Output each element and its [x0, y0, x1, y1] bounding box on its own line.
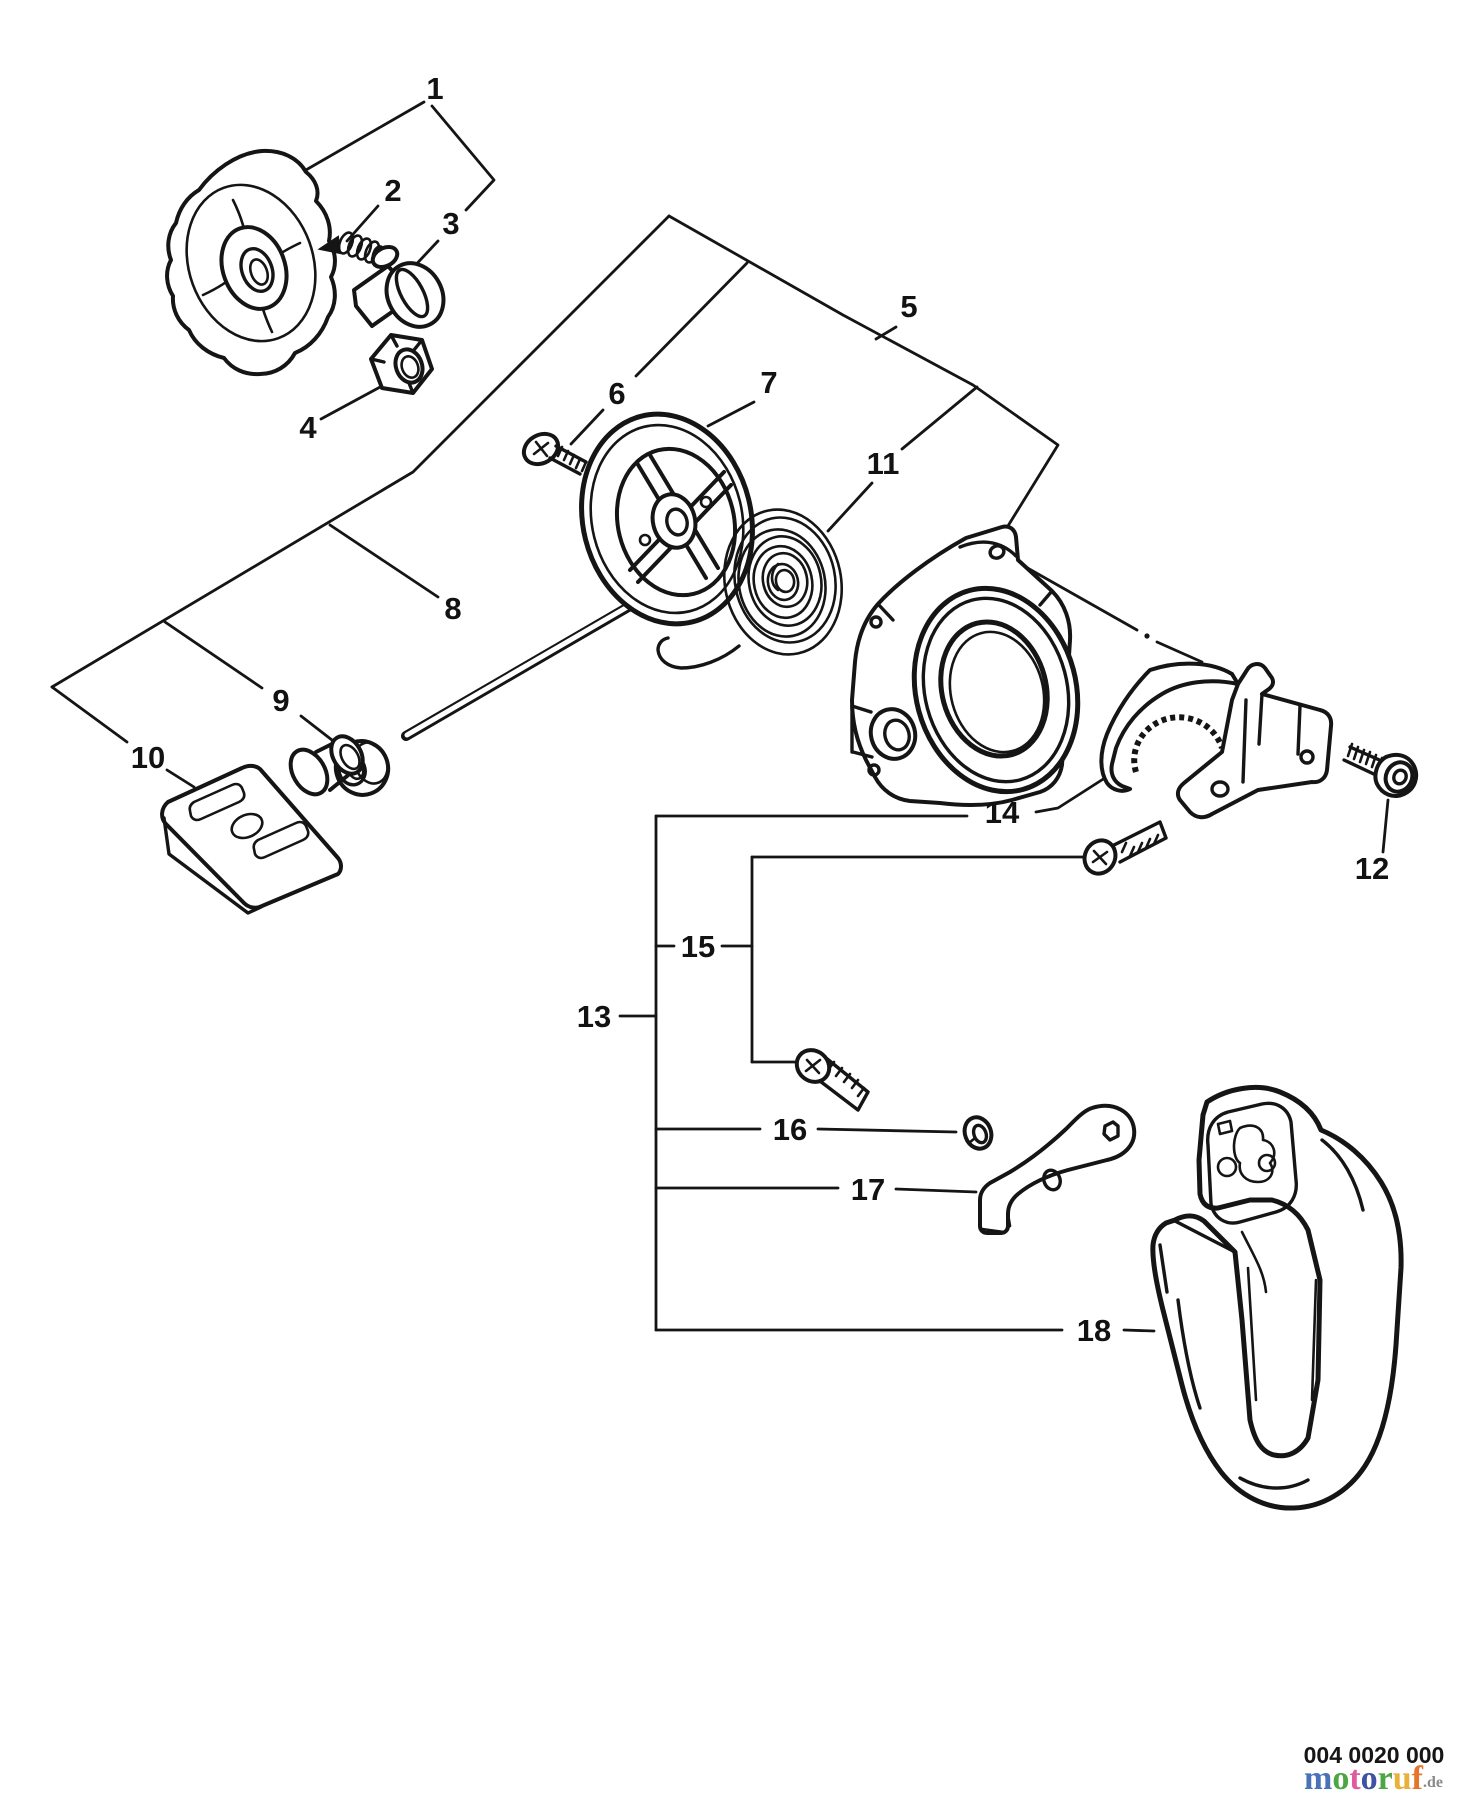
logo-letter: o: [1361, 1760, 1378, 1797]
callout-1: 1: [426, 71, 443, 106]
pan-screw-lower: [794, 1048, 870, 1112]
clamp-side-hole: [1299, 749, 1315, 765]
callout-13: 13: [577, 999, 611, 1034]
callout-3: 3: [442, 206, 459, 241]
logo-letter: o: [1332, 1760, 1349, 1797]
logo-letter: m: [1304, 1760, 1332, 1797]
watermark: 004 0020 000 motoruf.de: [1304, 1742, 1445, 1797]
logo-domain-suffix: .de: [1423, 1774, 1443, 1791]
fan-case-stand: [165, 148, 337, 377]
spring-inner-hook: [770, 562, 780, 592]
callout-16: 16: [773, 1112, 807, 1147]
spring-outer-hook: [656, 636, 741, 670]
hex-nut: [369, 333, 434, 395]
logo-letter: f: [1412, 1760, 1424, 1797]
stand-hub-hole: [239, 246, 275, 294]
leader-lines: [50, 100, 1390, 1333]
starter-rope: [401, 595, 639, 741]
callout-10: 10: [131, 740, 165, 775]
callout-17: 17: [851, 1172, 885, 1207]
case-hole-top: [988, 544, 1006, 560]
callout-15: 15: [681, 929, 715, 964]
rear-handle: [1150, 1084, 1404, 1511]
callout-labels: 1 2 3 4 5 6 7 8 9 10 11 12 13 14 15 16 1…: [131, 71, 1389, 1348]
logo-letter: t: [1349, 1760, 1361, 1797]
pulley-hub-hole: [665, 507, 689, 537]
lever-hex-hole: [1102, 1120, 1120, 1142]
rewind-spring: [656, 508, 844, 670]
callout-14: 14: [985, 795, 1020, 830]
lock-lever: [978, 1103, 1137, 1235]
callout-8: 8: [444, 591, 461, 626]
clamp-hole: [1210, 780, 1230, 798]
case-hole-bottom: [867, 763, 881, 777]
callout-6: 6: [608, 376, 625, 411]
cushion-clamp-bracket: [1099, 661, 1334, 820]
logo-letter: u: [1393, 1760, 1412, 1797]
rope-pulley: [579, 411, 755, 627]
thumb-knob: [352, 244, 446, 329]
tapping-screw: [317, 231, 385, 264]
handle-face-plate: [1206, 1101, 1298, 1225]
nut-hole: [393, 347, 425, 385]
callout-9: 9: [272, 683, 289, 718]
pulley-hub: [650, 492, 698, 550]
socket-recess: [1392, 768, 1408, 786]
callout-7: 7: [760, 365, 777, 400]
callout-12: 12: [1355, 851, 1389, 886]
callout-4: 4: [299, 410, 317, 445]
lever-hole: [1042, 1168, 1062, 1192]
socket-head-screw: [1342, 742, 1419, 798]
pan-screw-upper: [1082, 820, 1168, 876]
starter-case: [850, 524, 1081, 807]
callout-5: 5: [900, 289, 917, 324]
part-code: 004 0020 000: [1304, 1742, 1445, 1768]
motoruf-logo: motoruf.de: [1304, 1760, 1443, 1797]
knob-face: [384, 261, 446, 329]
callout-2: 2: [384, 173, 401, 208]
starter-grip: [160, 734, 365, 915]
screw-pan-head: [521, 431, 588, 476]
case-opening: [938, 619, 1050, 759]
callout-11: 11: [867, 446, 900, 481]
case-hole-left: [869, 615, 883, 629]
logo-letter: r: [1378, 1760, 1393, 1797]
callout-18: 18: [1077, 1313, 1111, 1348]
lock-washer: [962, 1115, 994, 1151]
